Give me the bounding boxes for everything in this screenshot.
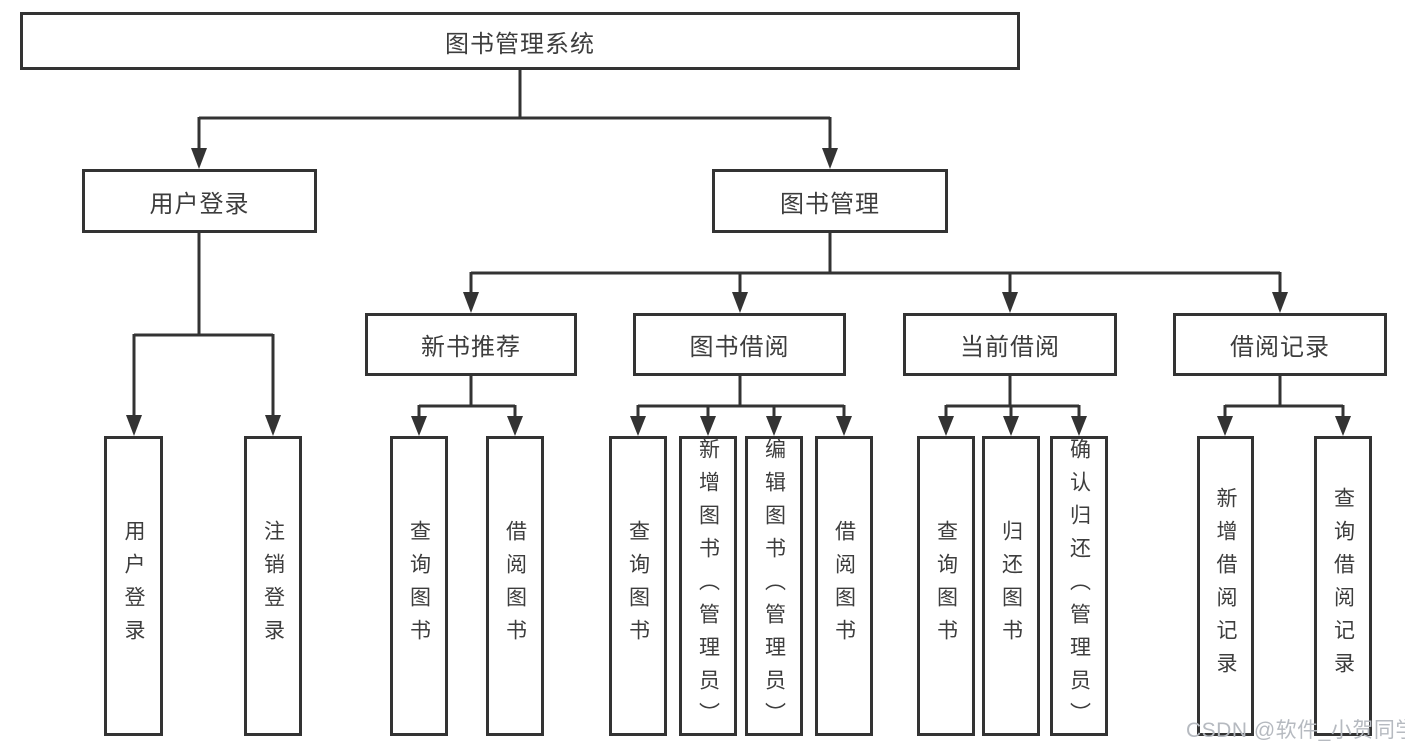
connector-user-login-branch: [126, 233, 281, 436]
node-label: 借阅图书: [503, 520, 527, 652]
csdn-watermark: CSDN @软件_小贺同学: [1186, 719, 1405, 742]
node-borrow-records: 借阅记录: [1173, 313, 1387, 376]
leaf-bb-add-books-admin: 新增图书（管理员）: [679, 436, 737, 736]
node-label: 用户登录: [122, 520, 145, 652]
node-label: 借阅图书: [832, 520, 856, 652]
connector-current-borrow-branch: [938, 376, 1087, 436]
connector-borrow-record-branch: [1217, 376, 1351, 436]
node-label: 图书管理系统: [445, 30, 595, 58]
node-current-borrow: 当前借阅: [903, 313, 1117, 376]
connector-book-management-branch: [463, 233, 1288, 313]
connector-new-book-branch: [411, 376, 523, 436]
node-label: 新增借阅记录: [1214, 487, 1237, 685]
connector-book-borrow-branch: [630, 376, 852, 436]
leaf-bb-borrow-books: 借阅图书: [815, 436, 873, 736]
node-label: 查询图书: [934, 520, 958, 652]
leaf-cb-confirm-return-admin: 确认归还（管理员）: [1050, 436, 1108, 736]
leaf-cb-return-books: 归还图书: [982, 436, 1040, 736]
node-label: 借阅记录: [1230, 334, 1330, 361]
node-label: 图书借阅: [689, 334, 790, 361]
node-book-borrow: 图书借阅: [633, 313, 846, 376]
node-new-book-recommend: 新书推荐: [365, 313, 577, 376]
node-user-login: 用户登录: [82, 169, 317, 233]
node-book-management: 图书管理: [712, 169, 948, 233]
node-label: 注销登录: [261, 520, 285, 652]
leaf-cb-query-books: 查询图书: [917, 436, 975, 736]
node-library-management-system: 图书管理系统: [20, 12, 1020, 70]
leaf-br-add-borrow-record: 新增借阅记录: [1197, 436, 1254, 736]
node-label: 用户登录: [149, 190, 250, 218]
connector-root-to-level2: [191, 70, 838, 169]
node-label: 编辑图书（管理员）: [762, 437, 786, 735]
leaf-nbr-query-books: 查询图书: [390, 436, 448, 736]
leaf-bb-query-books: 查询图书: [609, 436, 667, 736]
node-label: 新书推荐: [421, 334, 521, 361]
node-label: 当前借阅: [960, 334, 1060, 361]
node-label: 新增图书（管理员）: [696, 437, 720, 735]
leaf-logout: 注销登录: [244, 436, 302, 736]
node-label: 查询借阅记录: [1331, 487, 1355, 685]
node-label: 图书管理: [780, 190, 880, 218]
node-label: 确认归还（管理员）: [1067, 437, 1091, 735]
node-label: 查询图书: [626, 520, 650, 652]
node-label: 归还图书: [999, 520, 1023, 652]
leaf-br-query-borrow-record: 查询借阅记录: [1314, 436, 1372, 736]
leaf-bb-edit-books-admin: 编辑图书（管理员）: [745, 436, 803, 736]
node-label: 查询图书: [407, 520, 431, 652]
leaf-nbr-borrow-books: 借阅图书: [486, 436, 544, 736]
leaf-user-login: 用户登录: [104, 436, 163, 736]
